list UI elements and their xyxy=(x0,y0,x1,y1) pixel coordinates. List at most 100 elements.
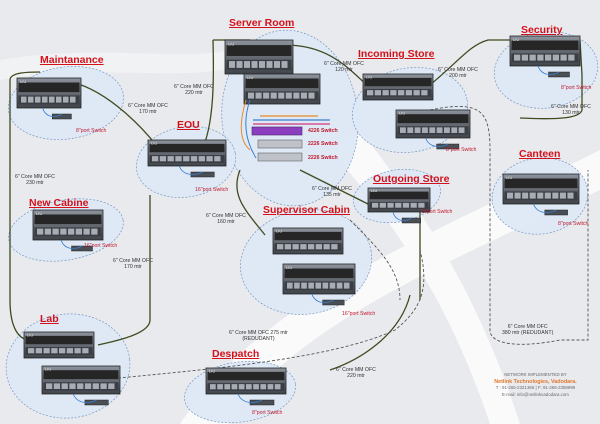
rack-security-front-top xyxy=(511,40,579,51)
rack-eou-port xyxy=(190,156,198,162)
rack-incoming-b-port xyxy=(407,127,414,133)
rack-server-a-port xyxy=(251,61,258,68)
rack-despatch-port xyxy=(274,384,281,390)
rack-security-liu-tag: LIU xyxy=(513,37,519,42)
rack-security-port xyxy=(552,54,559,61)
rack-newcabine-port xyxy=(91,228,98,235)
rack-maint-port xyxy=(28,96,34,103)
rack-eou-patch xyxy=(178,165,203,175)
rack-outgoing-liu-tag: LIU xyxy=(371,188,377,193)
title-new-cabine: New Cabine xyxy=(29,197,89,209)
rack-server-a-port xyxy=(236,61,243,68)
rack-supervisor-b-port xyxy=(329,282,336,289)
rack-supervisor-b-patch xyxy=(311,293,334,303)
rack-canteen-port xyxy=(567,192,574,199)
label-8port-security: 8"port Switch xyxy=(561,85,592,91)
rack-eou-port xyxy=(159,156,167,162)
label-8port-incoming: 8"port Switch xyxy=(446,147,477,153)
cable-label-lab-redundant: 6" Core MM OFC 275 mtr(REDUDANT) xyxy=(229,330,288,342)
title-server-room: Server Room xyxy=(229,17,295,29)
title-supervisor-cabin: Supervisor Cabin xyxy=(263,204,350,216)
rack-canteen-port xyxy=(544,192,551,199)
rack-server-a-port xyxy=(244,61,250,68)
rack-maint-liu-tag: LIU xyxy=(20,79,26,84)
rack-outgoing-port xyxy=(379,202,386,208)
rack-lab-b-port xyxy=(46,383,53,389)
rack-supervisor-b-liu-tag: LIU xyxy=(286,265,292,270)
rack-lab-a-liu-tag: LIU xyxy=(27,332,33,337)
rack-newcabine-port xyxy=(83,228,90,235)
rack-lab-a-port xyxy=(51,348,58,354)
rack-incoming-b: LIU xyxy=(395,109,471,150)
label-2226-switch-a: 2226 Switch xyxy=(308,141,338,147)
rack-despatch-patch xyxy=(237,393,263,403)
rack-supervisor-b: LIU xyxy=(282,263,356,306)
rack-despatch-port xyxy=(210,384,216,390)
rack-lab-b-patch xyxy=(72,393,97,403)
rack-server-a-port xyxy=(259,61,265,68)
fiber-cable-12 xyxy=(329,294,411,371)
rack-units: LIULIULIULIULIULIULIULIULIULIULIULIULIUL… xyxy=(16,35,581,406)
rack-lab-a-port xyxy=(82,348,89,354)
rack-despatch-port xyxy=(217,384,223,390)
rack-server-b-port xyxy=(278,92,285,99)
rack-server-a-port xyxy=(281,61,288,68)
rack-security-port xyxy=(521,54,528,61)
rack-eou-port xyxy=(183,156,190,162)
rack-incoming-b-port xyxy=(429,127,436,133)
rack-canteen-port xyxy=(537,192,544,199)
rack-outgoing-port xyxy=(387,202,394,208)
rack-security-port xyxy=(560,54,567,61)
rack-maint-port xyxy=(70,96,76,103)
rack-newcabine-liu-tag: LIU xyxy=(36,211,42,216)
fiber-cable-8 xyxy=(519,75,583,120)
rack-incoming-a-liu-tag: LIU xyxy=(366,74,372,79)
rack-eou-port xyxy=(198,156,205,162)
rack-supervisor-b-port xyxy=(336,282,343,289)
rack-eou-port xyxy=(214,156,221,162)
rack-lab-a-port xyxy=(28,348,35,354)
rack-maint-port xyxy=(49,96,55,103)
rack-despatch-front-top xyxy=(207,371,285,381)
title-incoming-store: Incoming Store xyxy=(358,48,435,60)
rack-incoming-b-port xyxy=(414,127,421,133)
rack-incoming-a-port xyxy=(398,90,405,96)
rack-lab-b-port xyxy=(61,383,68,389)
rack-server-a-front-top xyxy=(226,45,292,56)
rack-incoming-b-port xyxy=(458,127,465,133)
rack-supervisor-a-port xyxy=(292,244,299,250)
rack-despatch-port xyxy=(253,384,259,390)
rack-lab-a-port xyxy=(74,348,81,354)
rack-incoming-b-liu-tag: LIU xyxy=(399,111,405,116)
rack-server-a-liu-tag: LIU xyxy=(228,41,234,46)
rack-maint-port xyxy=(35,96,41,103)
rack-incoming-b-port xyxy=(422,127,428,133)
rack-eou-port xyxy=(175,156,182,162)
rack-supervisor-a: LIU xyxy=(272,227,344,255)
rack-maint-port xyxy=(63,96,69,103)
title-lab: Lab xyxy=(40,313,59,325)
switch-2226-b xyxy=(257,152,303,162)
rack-lab-b-port xyxy=(108,383,115,389)
rack-maint-front-top xyxy=(18,82,80,93)
rack-canteen-front-top xyxy=(504,178,578,189)
label-4226-switch: 4226 Switch xyxy=(308,128,338,134)
fiber-cable-9 xyxy=(299,169,371,206)
label-2226-switch-b: 2226 Switch xyxy=(308,155,338,161)
switch-4226 xyxy=(251,126,303,136)
rack-lab-b-port xyxy=(92,383,99,389)
rack-security: LIU xyxy=(509,35,581,78)
rack-server-b-port xyxy=(248,92,255,99)
rack-canteen-patch xyxy=(533,203,557,213)
rack-eou-port xyxy=(167,156,174,162)
rack-despatch: LIU xyxy=(205,367,287,406)
title-security: Security xyxy=(521,24,563,36)
rack-incoming-a-front-top xyxy=(364,77,432,87)
